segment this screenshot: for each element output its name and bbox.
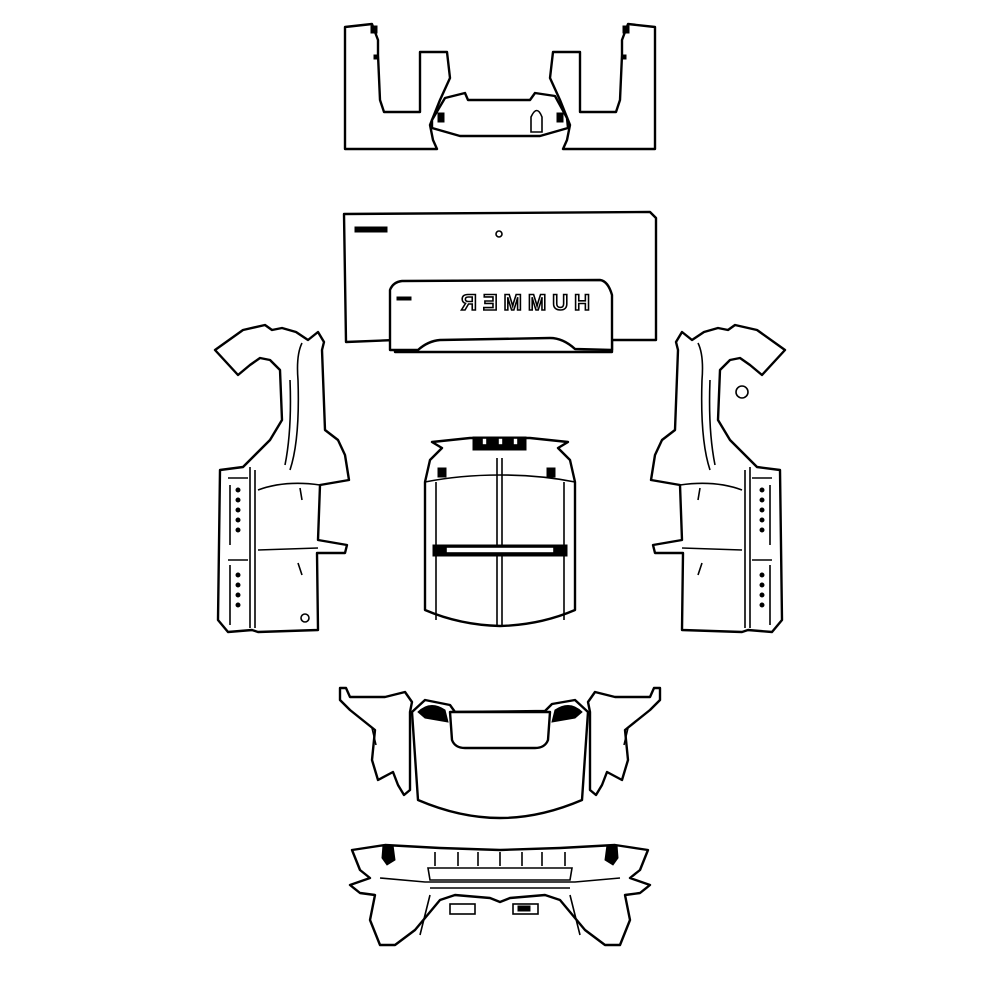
left-side-panel-piece xyxy=(213,323,351,634)
tailgate-piece: HUMMER xyxy=(342,210,658,354)
tailgate-emblem: HUMMER xyxy=(455,290,590,315)
right-side-panel-piece xyxy=(649,323,787,634)
roof-piece xyxy=(423,436,577,628)
front-bumper-piece xyxy=(348,843,652,947)
rear-bumper-piece xyxy=(343,22,657,151)
hood-piece xyxy=(338,686,662,820)
